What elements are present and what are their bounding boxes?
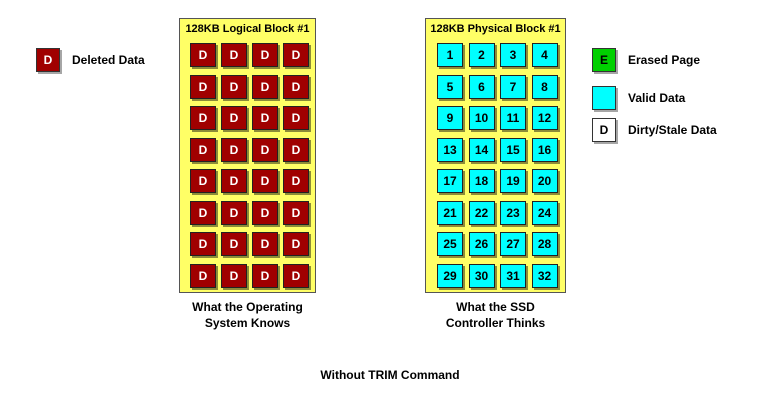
footer-caption: Without TRIM Command [320, 368, 460, 382]
physical-cell: 22 [468, 200, 495, 225]
physical-caption-line2: Controller Thinks [445, 316, 546, 330]
logical-cell: D [190, 169, 216, 193]
physical-block-caption: What the SSD Controller Thinks [415, 299, 576, 331]
erased-page-label: Erased Page [628, 53, 701, 67]
physical-cell: 5 [437, 74, 463, 99]
logical-cell: D [221, 137, 247, 162]
physical-cell: 14 [468, 137, 495, 162]
deleted-data-swatch: D [36, 48, 60, 72]
logical-cell: D [221, 263, 247, 288]
logical-cell: D [252, 43, 278, 67]
physical-cell: 7 [500, 74, 526, 99]
physical-cell: 21 [437, 200, 463, 225]
logical-cell: D [190, 43, 216, 67]
physical-cell: 20 [531, 169, 558, 193]
logical-cell: D [221, 74, 247, 99]
physical-cell: 1 [437, 43, 463, 67]
logical-cell: D [283, 232, 309, 256]
physical-cell: 10 [468, 106, 495, 130]
logical-cell: D [283, 106, 309, 130]
physical-cell: 23 [500, 200, 526, 225]
dirty-data-label: Dirty/Stale Data [628, 123, 717, 137]
physical-block-title: 128KB Physical Block #1 [430, 23, 561, 35]
valid-data-label: Valid Data [628, 91, 686, 105]
physical-cell: 25 [437, 232, 463, 256]
logical-cell: D [190, 232, 216, 256]
physical-cell: 8 [531, 74, 558, 99]
physical-cell: 17 [437, 169, 463, 193]
dirty-data-swatch: D [592, 118, 616, 142]
physical-caption-line1: What the SSD [456, 300, 535, 314]
physical-cell: 31 [500, 263, 526, 288]
logical-cell: D [283, 200, 309, 225]
logical-cell: D [190, 106, 216, 130]
physical-cell: 16 [531, 137, 558, 162]
physical-cell: 24 [531, 200, 558, 225]
physical-cell: 9 [437, 106, 463, 130]
physical-cell: 3 [500, 43, 526, 67]
erased-page-swatch: E [592, 48, 616, 72]
logical-cell: D [252, 263, 278, 288]
logical-cell: D [283, 263, 309, 288]
physical-cell: 13 [437, 137, 463, 162]
physical-cell: 19 [500, 169, 526, 193]
physical-cell: 4 [531, 43, 558, 67]
physical-cell: 18 [468, 169, 495, 193]
logical-cell: D [221, 43, 247, 67]
logical-cell: D [252, 106, 278, 130]
logical-cell: D [190, 74, 216, 99]
physical-cell: 12 [531, 106, 558, 130]
valid-data-swatch [592, 86, 616, 110]
logical-cell: D [221, 232, 247, 256]
logical-block-title: 128KB Logical Block #1 [185, 23, 310, 35]
logical-cell: D [221, 169, 247, 193]
physical-cell: 29 [437, 263, 463, 288]
physical-cell: 30 [468, 263, 495, 288]
logical-cell: D [252, 232, 278, 256]
logical-cell: D [221, 106, 247, 130]
physical-cell: 26 [468, 232, 495, 256]
logical-cell: D [283, 137, 309, 162]
logical-cell: D [252, 137, 278, 162]
logical-cell: D [190, 263, 216, 288]
physical-cell: 15 [500, 137, 526, 162]
logical-cell: D [190, 137, 216, 162]
logical-cell: D [252, 169, 278, 193]
logical-cell: D [283, 169, 309, 193]
logical-cell: D [283, 74, 309, 99]
deleted-data-label: Deleted Data [72, 53, 145, 67]
logical-caption-line2: System Knows [204, 316, 291, 330]
physical-cell: 11 [500, 106, 526, 130]
logical-cell: D [283, 43, 309, 67]
physical-cell: 2 [468, 43, 495, 67]
logical-cell: D [252, 74, 278, 99]
logical-cell: D [252, 200, 278, 225]
physical-cell: 28 [531, 232, 558, 256]
physical-cell: 27 [500, 232, 526, 256]
logical-block-caption: What the Operating System Knows [169, 299, 326, 331]
physical-cell: 32 [531, 263, 558, 288]
logical-cell: D [190, 200, 216, 225]
logical-cell: D [221, 200, 247, 225]
logical-caption-line1: What the Operating [192, 300, 303, 314]
physical-cell: 6 [468, 74, 495, 99]
